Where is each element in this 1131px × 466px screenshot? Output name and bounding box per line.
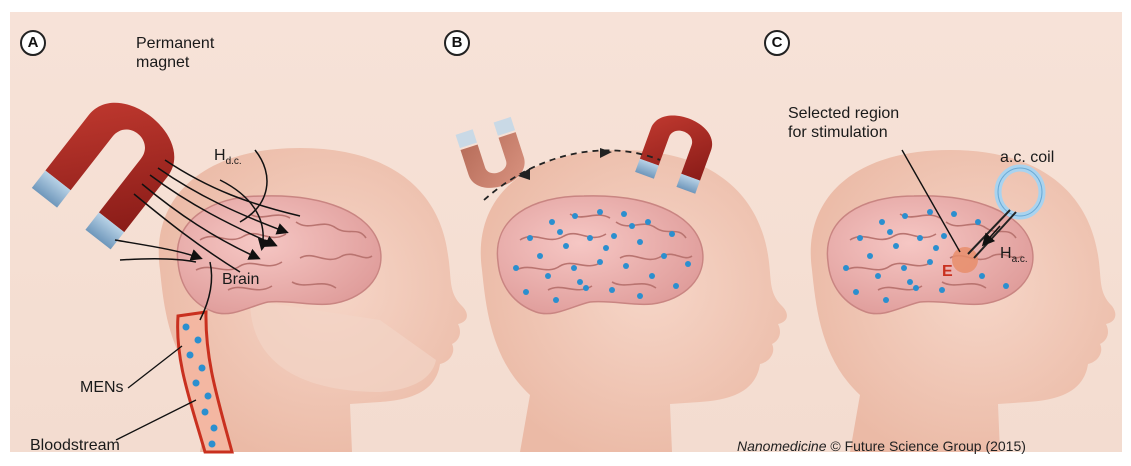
bloodstream-leader bbox=[116, 400, 196, 440]
credit-text: © Future Science Group (2015) bbox=[827, 438, 1026, 454]
hac-label: Ha.c. bbox=[1000, 244, 1028, 269]
hac-subscript: a.c. bbox=[1012, 254, 1028, 265]
mens-leader bbox=[128, 346, 182, 388]
efield-label: E bbox=[942, 262, 953, 281]
hac-main: H bbox=[1000, 245, 1012, 262]
region-label: Selected region for stimulation bbox=[788, 104, 899, 142]
coil-label: a.c. coil bbox=[1000, 148, 1054, 167]
figure-credit: Nanomedicine © Future Science Group (201… bbox=[737, 438, 1026, 454]
journal-name: Nanomedicine bbox=[737, 438, 827, 454]
